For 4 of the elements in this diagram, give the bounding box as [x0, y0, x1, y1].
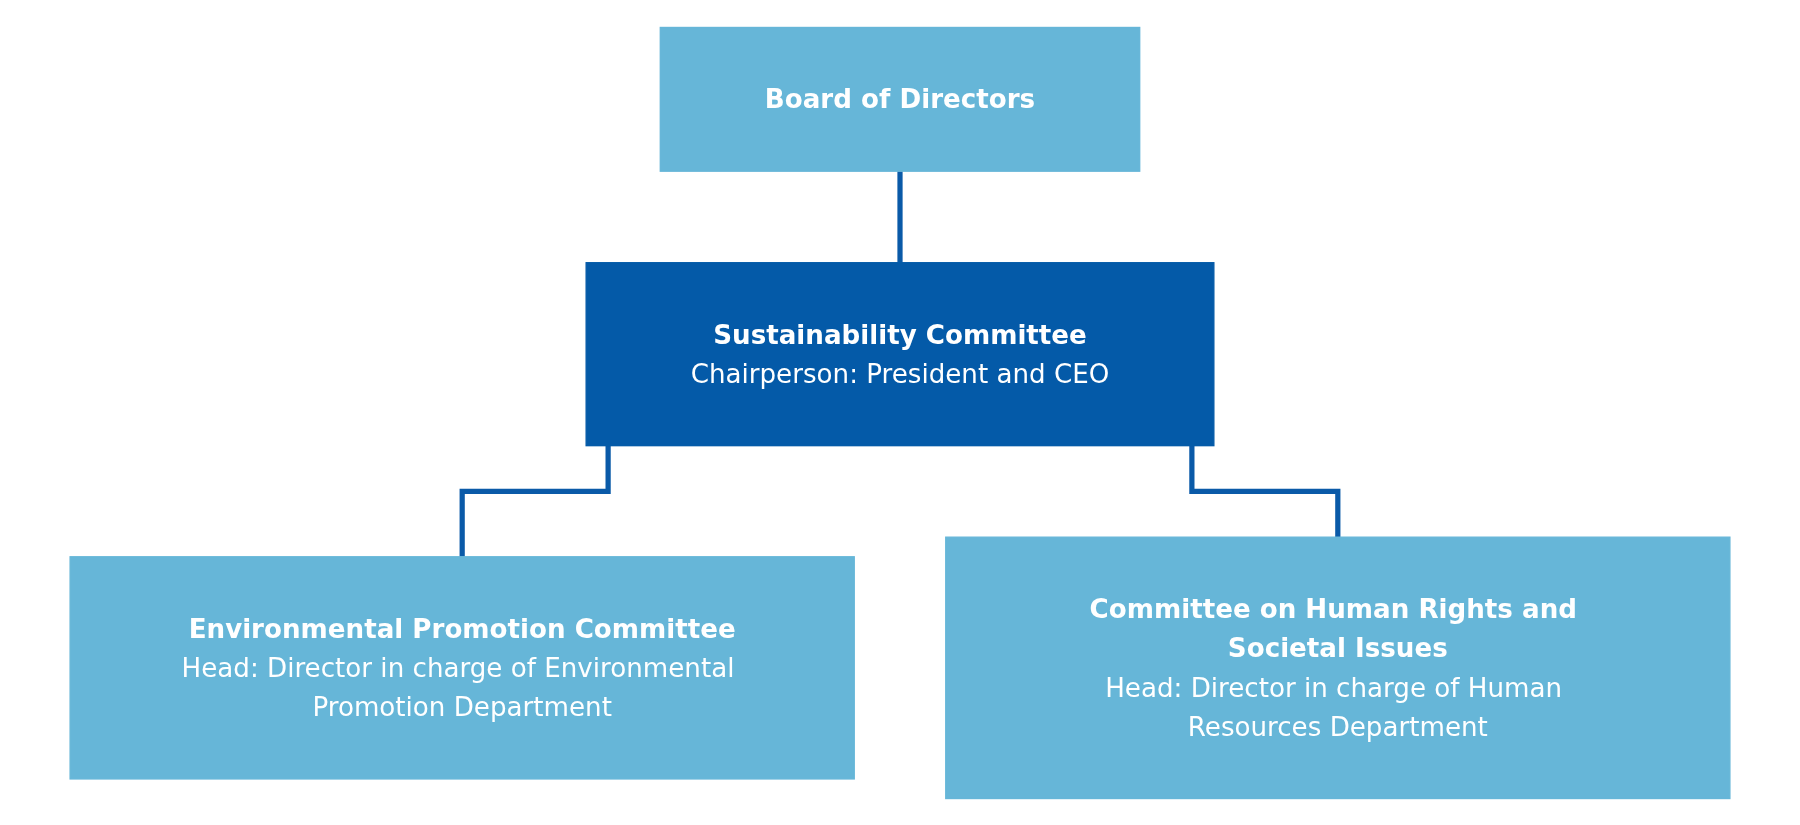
node-box: Sustainability Committee Chairperson: President and CEO: [585, 261, 1215, 446]
node-box: Board of Directors: [659, 26, 1141, 172]
node-box: Committee on Human Rights and Societal Issues Head: Director in charge of Human Resources Department: [945, 536, 1731, 799]
node-box: Environmental Promotion Committee Head: Director in charge of Environmental Promotion Department: [69, 555, 855, 780]
